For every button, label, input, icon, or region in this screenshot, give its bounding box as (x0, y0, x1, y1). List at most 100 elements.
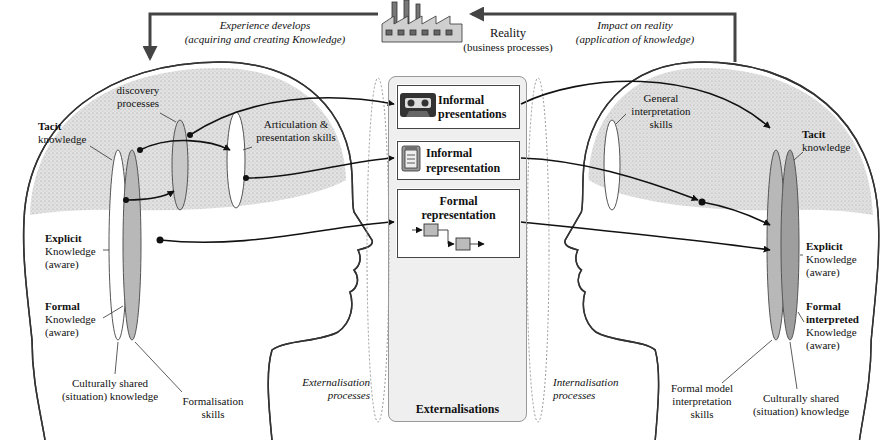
knowledge-label: Formal interpreted Knowledge (aware) (806, 300, 866, 352)
node-text: Informal representation (426, 146, 516, 174)
notepad-icon (402, 146, 420, 171)
label-rest: knowledge (802, 141, 850, 153)
skill-label: Formal model interpretation skills (662, 382, 742, 421)
leader-line (790, 342, 797, 389)
knowledge-dot (157, 237, 164, 244)
flow-arrow (160, 222, 394, 242)
arrow-caption: Impact on reality (575, 19, 695, 32)
arrow-caption: (acquiring and creating Knowledge) (172, 33, 358, 46)
label-emphasis: Formal interpreted (806, 300, 859, 325)
leader-line (722, 340, 772, 383)
head-left (24, 62, 373, 440)
knowledge-lens (227, 112, 245, 208)
process-model-icon (412, 224, 484, 250)
leader-line (103, 306, 123, 318)
leader-line (243, 147, 252, 150)
label-emphasis: Formal (45, 300, 80, 312)
label-rest: Knowledge (aware) (45, 245, 96, 270)
skill-label: discovery processes (108, 84, 168, 110)
notepad-icon (407, 159, 415, 160)
process-model-icon (456, 238, 470, 250)
label-rest: Knowledge (aware) (45, 313, 96, 338)
skill-label: Formalisation skills (172, 395, 254, 421)
skill-label: Articulation & presentation skills (250, 118, 342, 144)
label-rest: Knowledge (aware) (806, 253, 857, 278)
knowledge-label: Explicit Knowledge (aware) (45, 232, 103, 271)
knowledge-lens (604, 120, 620, 210)
arrow-caption: Experience develops (190, 19, 340, 32)
leader-line (160, 113, 176, 122)
flow-arrow (521, 81, 770, 128)
label-emphasis: Tacit (38, 120, 61, 132)
knowledge-label: Formal Knowledge (aware) (45, 300, 103, 339)
knowledge-lens (781, 150, 799, 340)
knowledge-dot (187, 132, 193, 138)
notepad-icon (405, 150, 417, 168)
label-rest: knowledge (38, 133, 86, 145)
box-ground (388, 76, 527, 422)
flow-arrow (126, 81, 770, 250)
knowledge-dot (123, 197, 129, 203)
skill-label: General interpretation skills (625, 92, 697, 131)
cassette-icon (405, 98, 431, 108)
cassette-icon (406, 111, 430, 117)
externalisations-panel: ExternalisationsInformal presentationsIn… (388, 76, 527, 422)
label-emphasis: Explicit (45, 232, 82, 244)
factory-icon (382, 16, 462, 42)
box-ground (396, 84, 519, 128)
process-boundary (367, 78, 549, 422)
node-text: Reality (462, 26, 554, 41)
factory-icon (422, 30, 428, 35)
cassette-icon (408, 100, 415, 107)
box-ground (396, 188, 519, 257)
box-ground (396, 140, 519, 179)
knowledge-label: Culturally shared (situation) knowledge (748, 392, 854, 418)
knowledge-label: Tacit knowledge (802, 128, 857, 154)
factory-icon (398, 30, 404, 35)
knowledge-dot (699, 199, 706, 206)
knowledge-lens (123, 150, 141, 340)
knowledge-label: Explicit Knowledge (aware) (806, 240, 861, 279)
factory-icon (386, 30, 392, 35)
presentation-box: Informal presentations (397, 85, 520, 129)
node-text: Formal representation (401, 194, 516, 222)
head-right (589, 68, 873, 215)
flow-arrow (521, 158, 698, 200)
leader-line (103, 250, 109, 251)
notepad-icon (407, 163, 415, 164)
knowledge-lens (172, 120, 188, 210)
cassette-icon (400, 93, 436, 117)
head-left (30, 68, 346, 215)
head-left (24, 62, 373, 440)
flow-arrow (126, 191, 174, 200)
leader-line (800, 255, 803, 256)
factory-icon (446, 30, 452, 35)
flow-arrow (140, 141, 230, 150)
flow-arrow (702, 202, 770, 225)
representation-box: Formal representation (397, 189, 520, 258)
leader-line (90, 113, 804, 392)
leader-line (115, 342, 118, 374)
leader-line (798, 312, 804, 322)
label-rest: Knowledge (aware) (806, 326, 857, 351)
flow-arrow (246, 158, 394, 178)
cassette-icon (422, 100, 429, 107)
factory-icon (410, 30, 416, 35)
reality-label: Reality(business processes) (462, 26, 554, 60)
leader-line (794, 152, 803, 160)
process-boundary (527, 78, 549, 422)
flow-arrow (521, 222, 770, 250)
node-text: Informal presentations (438, 93, 516, 121)
knowledge-dot (243, 175, 249, 181)
node-text: (business processes) (462, 41, 554, 54)
notepad-icon (405, 148, 417, 149)
process-model-icon (412, 230, 422, 231)
box-ground (388, 76, 527, 422)
process-model-icon (438, 230, 454, 244)
knowledge-dot (123, 132, 706, 244)
knowledge-label: Culturally shared (situation) knowledge (52, 377, 168, 403)
head-left (24, 62, 373, 440)
process-boundary (367, 78, 389, 422)
label-emphasis: Explicit (806, 240, 843, 252)
